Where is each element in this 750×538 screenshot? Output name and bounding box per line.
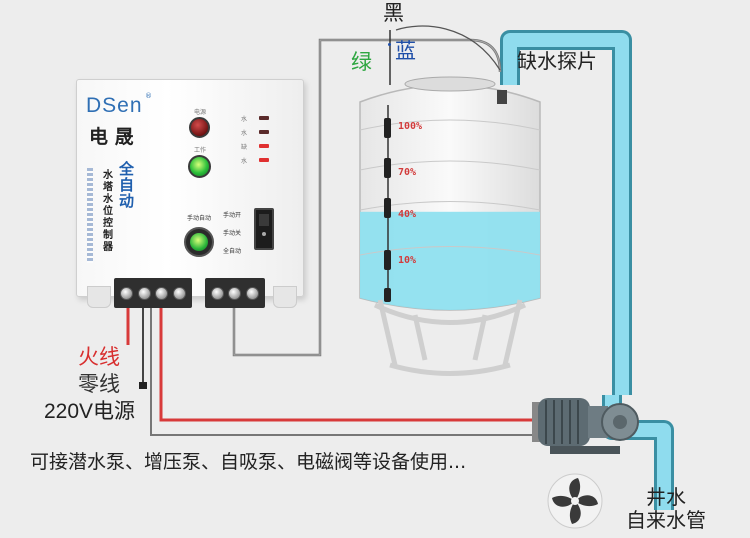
model-title: 全自动 xyxy=(119,160,135,210)
blue-wire-label: 蓝 xyxy=(395,39,416,63)
terminal-screw xyxy=(137,286,151,300)
tank-lid xyxy=(404,76,496,92)
brand-logo: DSen xyxy=(86,94,143,117)
controller-tab-right xyxy=(273,286,297,308)
indicator-label-1: 水 xyxy=(241,116,248,123)
mode-knob-label: 手动自动 xyxy=(187,215,212,222)
green-wire-label: 绿 xyxy=(351,50,372,74)
probe-sensor xyxy=(384,250,391,270)
impeller-icon xyxy=(547,473,603,529)
tank-water xyxy=(360,211,540,310)
controller-tab-left xyxy=(87,286,111,308)
well-water-label: 井水 xyxy=(646,485,686,509)
registered-mark: ® xyxy=(145,92,152,100)
terminal-screw xyxy=(120,286,134,300)
probe-sensor xyxy=(384,288,391,302)
probe-terminal-block xyxy=(205,278,265,308)
indicator-led-3 xyxy=(259,144,269,148)
mode-knob[interactable] xyxy=(184,227,214,257)
indicator-led-1 xyxy=(259,116,269,120)
indicator-label-3: 缺 xyxy=(241,144,248,151)
switch-label-auto: 全自动 xyxy=(223,248,242,255)
switch-label-manual-off: 手动关 xyxy=(223,230,242,237)
lamp-work-label: 工作 xyxy=(194,147,207,154)
probe-sensor xyxy=(384,118,391,138)
probe-sensor xyxy=(384,158,391,178)
switch-label-manual-on: 手动开 xyxy=(223,212,242,219)
model-subtitle: 水塔水位控制器 xyxy=(103,170,113,253)
black-wire-label: 黑 xyxy=(383,1,404,25)
blue-wire-dot xyxy=(388,43,391,46)
terminal-screw xyxy=(228,286,242,300)
level-100-label: 100% xyxy=(398,121,423,132)
work-lamp xyxy=(188,155,211,178)
brand-name: 电 晟 xyxy=(89,126,134,148)
tap-water-label: 自来水管 xyxy=(626,508,706,532)
lamp-power-label: 电源 xyxy=(194,109,207,116)
indicator-label-4: 水 xyxy=(241,158,248,165)
tank-stand xyxy=(373,299,527,376)
terminal-screw xyxy=(172,286,186,300)
water-pump xyxy=(532,398,639,454)
power-source-label: 220V电源 xyxy=(44,400,136,423)
indicator-led-4 xyxy=(259,158,269,162)
side-spec-strip xyxy=(87,168,93,263)
probe-sensor xyxy=(384,198,391,218)
power-terminal-block xyxy=(114,278,192,308)
compatible-devices-label: 可接潜水泵、增压泵、自吸泵、电磁阀等设备使用... xyxy=(30,451,467,473)
probe-weight xyxy=(497,90,507,104)
rocker-switch[interactable] xyxy=(254,208,274,250)
terminal-screw xyxy=(155,286,169,300)
level-40-label: 40% xyxy=(398,209,417,220)
level-70-label: 70% xyxy=(398,167,417,178)
indicator-label-2: 水 xyxy=(241,130,248,137)
controller-box: DSen ® 电 晟 全自动 水塔水位控制器 电源 工作 水 水 缺 水 手动自… xyxy=(76,79,304,308)
terminal-screw xyxy=(211,286,225,300)
indicator-led-2 xyxy=(259,130,269,134)
terminal-screw xyxy=(245,286,259,300)
neutral-wire-label: 零线 xyxy=(78,372,120,396)
level-10-label: 10% xyxy=(398,255,417,266)
live-wire-label: 火线 xyxy=(78,345,120,369)
probe-label: 缺水探片 xyxy=(517,49,597,73)
power-lamp xyxy=(189,117,210,138)
live-wire xyxy=(159,300,548,422)
water-tank xyxy=(359,76,541,376)
